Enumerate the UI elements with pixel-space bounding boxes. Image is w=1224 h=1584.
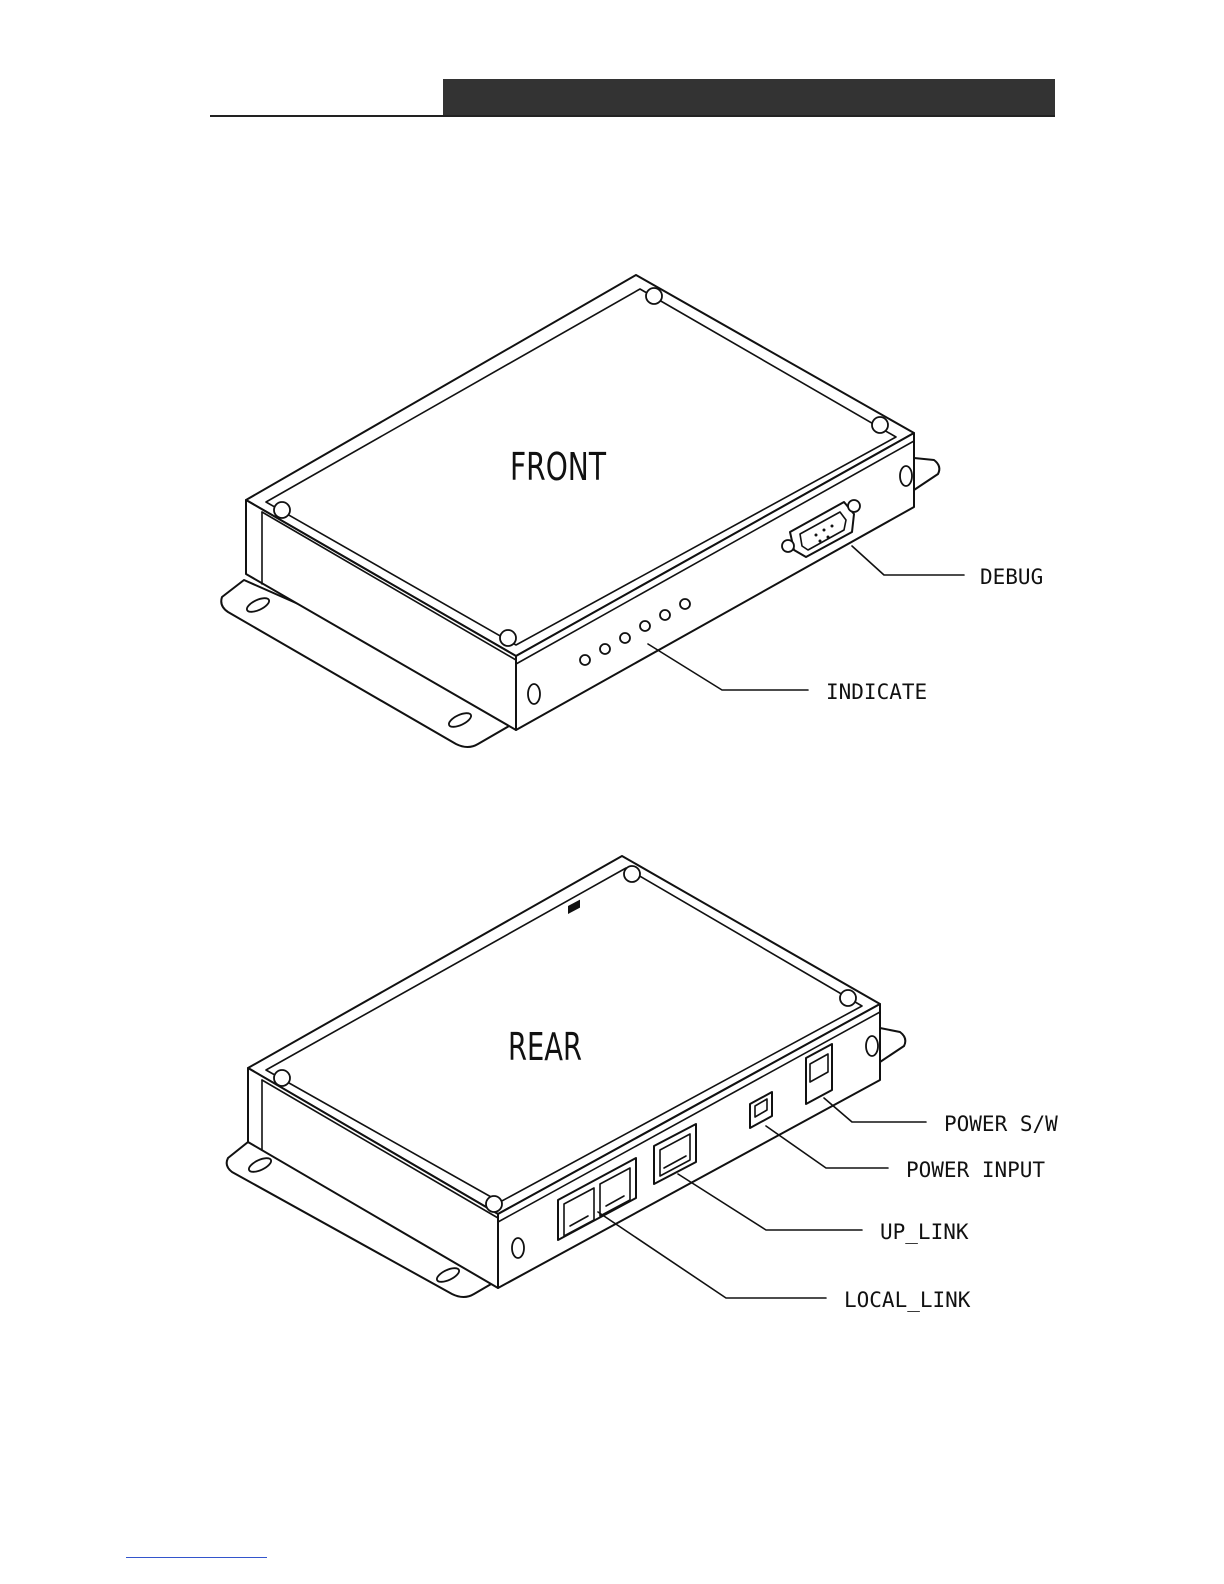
screw-icon xyxy=(486,1196,502,1212)
rear-flange-right xyxy=(880,1028,905,1062)
screw-icon xyxy=(500,630,516,646)
screw-icon xyxy=(646,288,662,304)
front-flange-right xyxy=(914,458,939,490)
debug-callout: DEBUG xyxy=(980,565,1043,589)
up-link-callout: UP_LINK xyxy=(880,1220,969,1244)
indicate-leader-line xyxy=(648,644,808,690)
led-icon xyxy=(640,621,650,631)
led-icon xyxy=(600,644,610,654)
rear-view-label: REAR xyxy=(508,1025,582,1069)
screw-icon xyxy=(866,1036,878,1056)
indicate-callout: INDICATE xyxy=(826,680,927,704)
led-icon xyxy=(580,655,590,665)
screw-icon xyxy=(274,1070,290,1086)
screw-icon xyxy=(274,502,290,518)
screw-icon xyxy=(900,466,912,486)
screw-icon xyxy=(872,417,888,433)
led-icon xyxy=(680,599,690,609)
front-view: FRONT DEBUG INDICATE xyxy=(221,275,1043,747)
screw-icon xyxy=(528,684,540,704)
led-icon xyxy=(620,633,630,643)
local-link-callout: LOCAL_LINK xyxy=(844,1288,971,1312)
up-link-leader-line xyxy=(678,1174,862,1230)
debug-leader-line xyxy=(852,546,964,575)
local-link-leader-line xyxy=(598,1212,826,1298)
screw-icon xyxy=(624,866,640,882)
screw-icon xyxy=(840,990,856,1006)
front-view-label: FRONT xyxy=(510,445,607,489)
footer-rule xyxy=(126,1557,267,1558)
rear-view: REAR POWER S/W POWER INPUT UP_LINK LOCAL… xyxy=(227,856,1058,1312)
screw-icon xyxy=(512,1238,524,1258)
power-input-callout: POWER INPUT xyxy=(906,1158,1045,1182)
power-sw-callout: POWER S/W xyxy=(944,1112,1058,1136)
led-icon xyxy=(660,610,670,620)
